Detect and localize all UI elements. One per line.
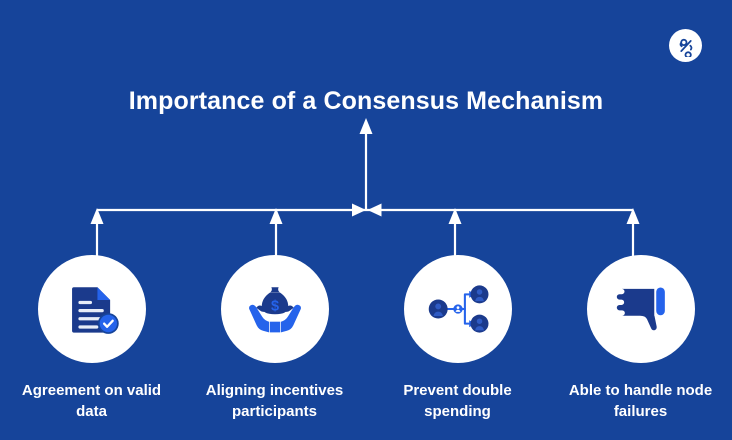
thumbs-down-icon <box>612 283 670 335</box>
branch-icon-badge <box>403 255 512 363</box>
page-title: Importance of a Consensus Mechanism <box>128 87 604 115</box>
branch-item-aligning-incentives-participants: $ Aligning incentives participants <box>183 255 366 422</box>
arrow-up-icon <box>448 208 462 224</box>
branch-caption: Agreement on valid data <box>21 382 162 420</box>
branch-item-able-to-handle-node-failures: Able to handle node failures <box>549 255 732 422</box>
arrow-up-icon <box>269 208 283 224</box>
branch-item-agreement-on-valid-data: Agreement on valid data <box>0 255 183 422</box>
branch-item-prevent-double-spending: Prevent double spending <box>366 255 549 422</box>
branch-caption: Prevent double spending <box>403 382 512 420</box>
branch-caption: Able to handle node failures <box>568 382 713 420</box>
arrow-right-icon <box>352 203 366 217</box>
branch-icon-badge <box>37 255 146 363</box>
brand-logo <box>669 29 702 62</box>
branch-icon-badge <box>586 255 695 363</box>
branch-caption: Aligning incentives participants <box>205 382 344 420</box>
svg-text:$: $ <box>270 298 278 314</box>
arrow-up-icon <box>90 208 104 224</box>
branch-list: Agreement on valid data $ <box>0 255 732 422</box>
arrow-up-icon <box>359 118 373 134</box>
hands-holding-money-bag-icon: $ <box>245 280 305 338</box>
arrow-up-icon <box>626 208 640 224</box>
document-check-icon <box>63 280 121 338</box>
branch-icon-badge: $ <box>220 255 329 363</box>
network-branch-nodes-icon <box>427 281 489 337</box>
arrow-left-icon <box>367 203 382 217</box>
stylized-percent-logo-icon <box>675 35 697 57</box>
